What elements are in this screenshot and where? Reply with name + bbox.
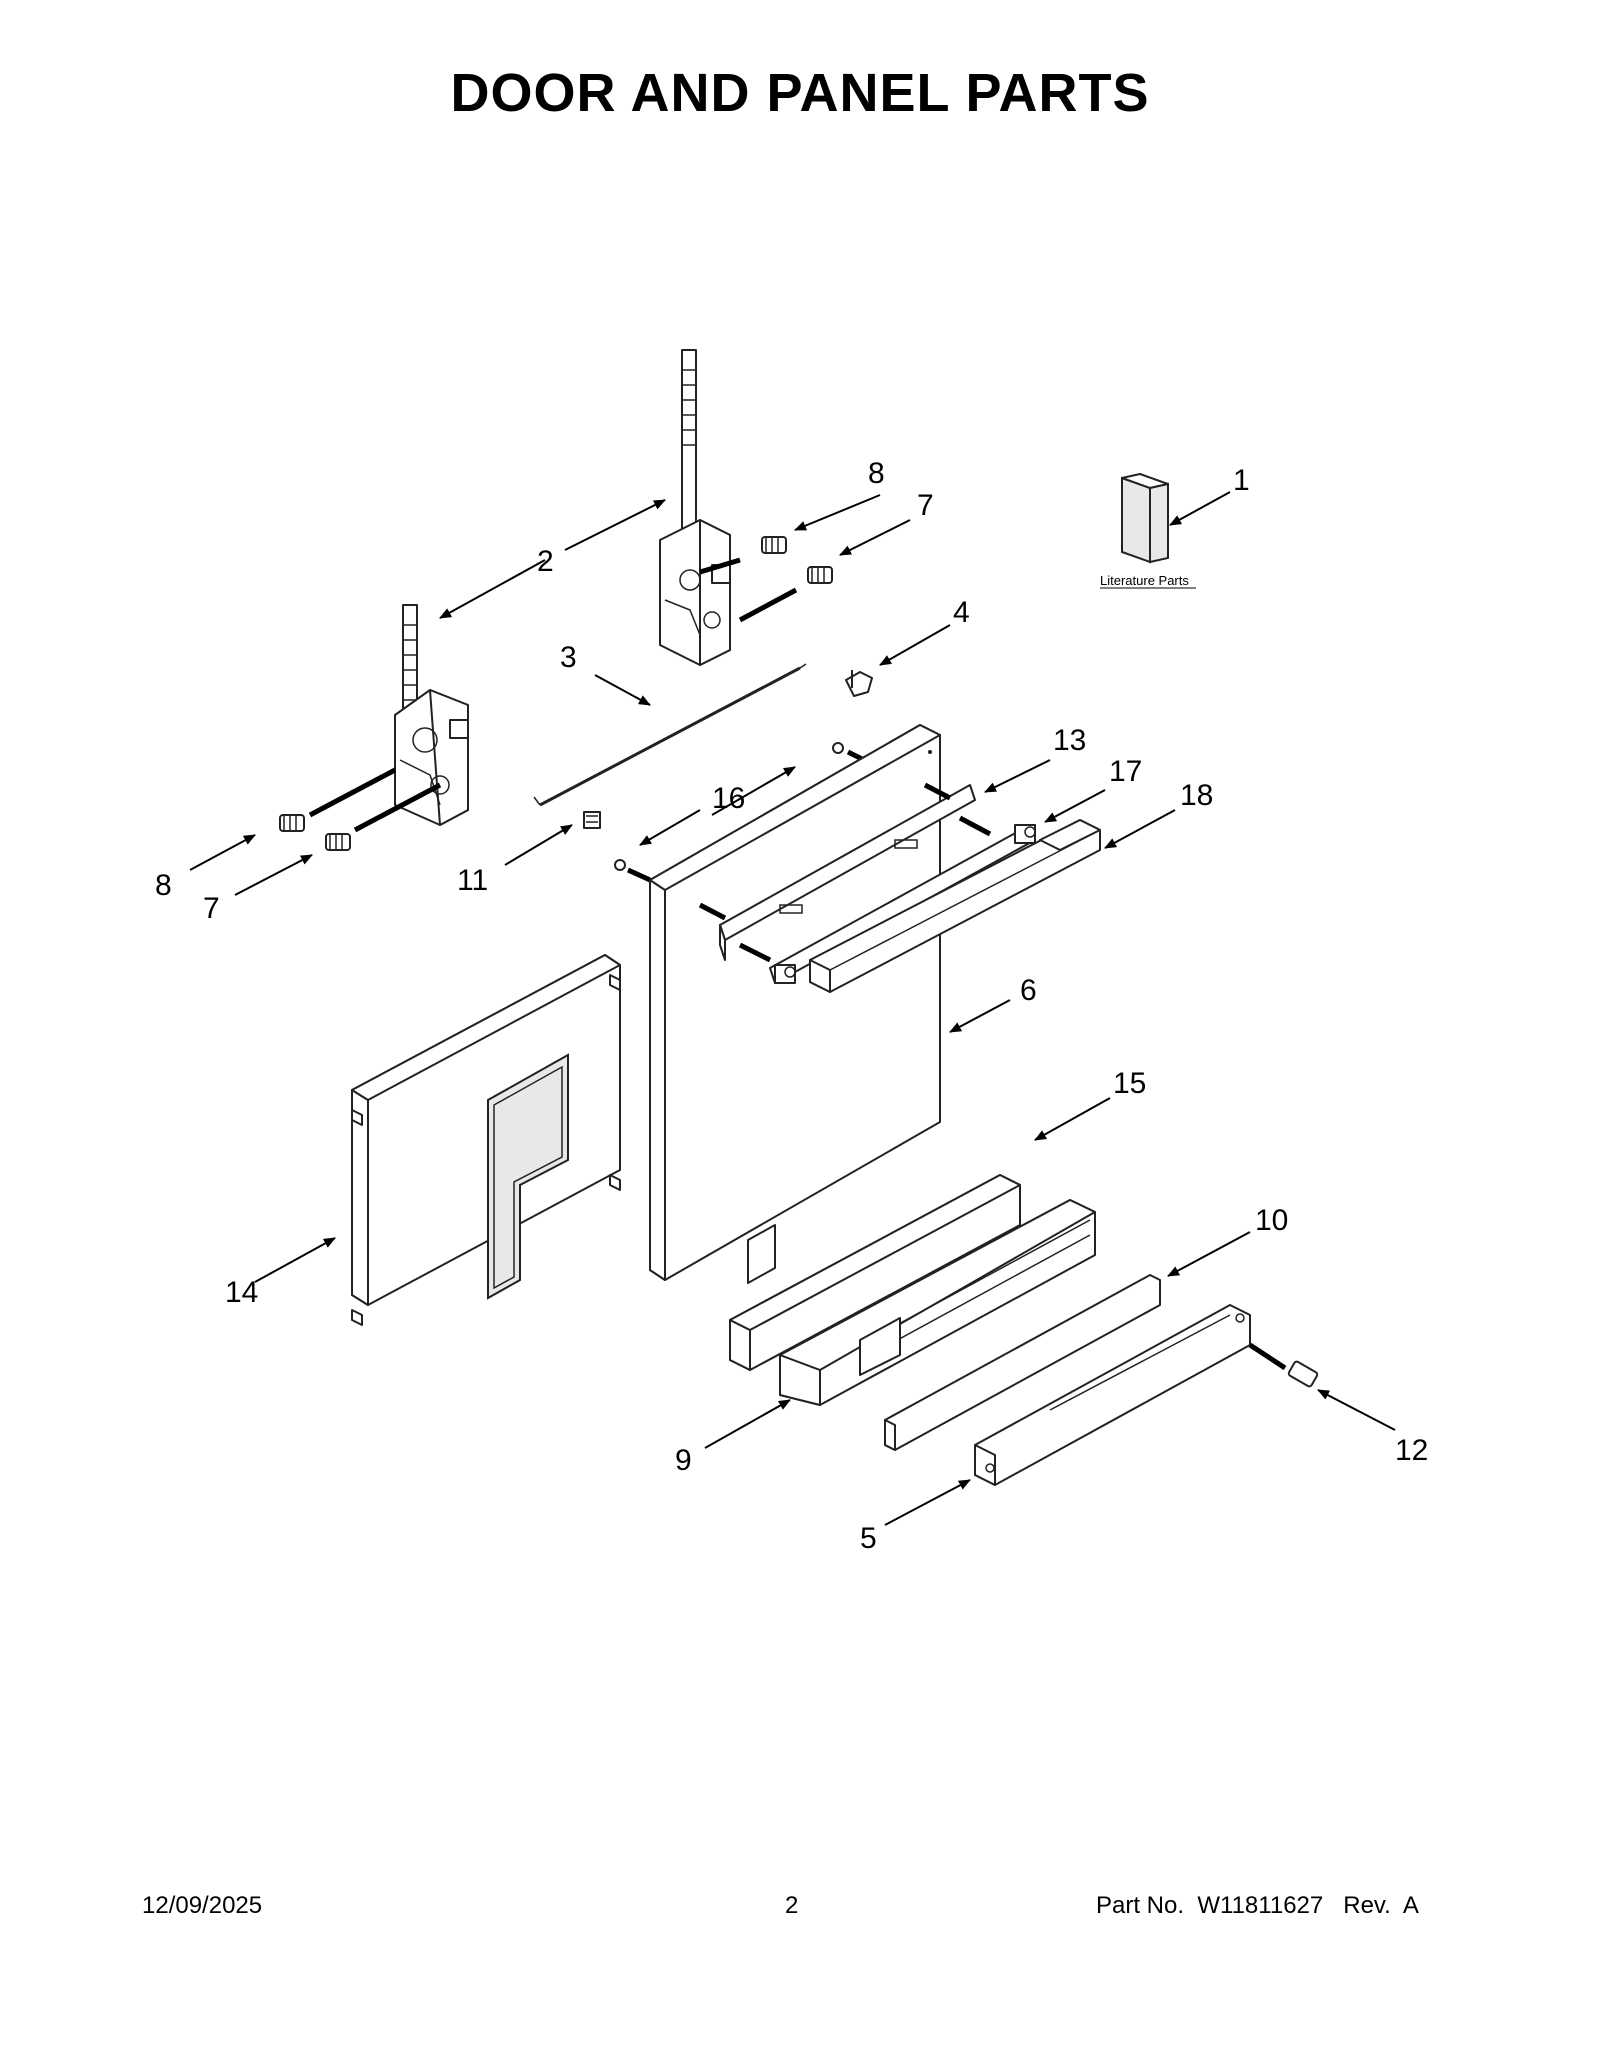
page-title: DOOR AND PANEL PARTS bbox=[450, 63, 1150, 123]
callout-10: 10 bbox=[1255, 1204, 1288, 1237]
cable-rod bbox=[533, 663, 807, 807]
callout-7-upper: 7 bbox=[917, 489, 934, 522]
small-bracket bbox=[583, 811, 601, 829]
callout-18: 18 bbox=[1180, 779, 1213, 812]
right-hinge-assembly bbox=[659, 349, 731, 666]
callout-8-lower: 8 bbox=[155, 869, 172, 902]
callout-13: 13 bbox=[1053, 724, 1086, 757]
bottom-kick-bracket bbox=[974, 1304, 1251, 1486]
callout-5: 5 bbox=[860, 1522, 877, 1555]
kick-plate-screw bbox=[1248, 1342, 1319, 1388]
callout-12: 12 bbox=[1395, 1434, 1428, 1467]
callout-6: 6 bbox=[1020, 974, 1037, 1007]
door-handle bbox=[809, 819, 1101, 993]
callout-3: 3 bbox=[560, 641, 577, 674]
lower-hinge-screws bbox=[279, 767, 442, 851]
literature-parts-label: Literature Parts bbox=[1100, 573, 1189, 588]
callout-15: 15 bbox=[1113, 1067, 1146, 1100]
callout-2: 2 bbox=[537, 545, 554, 578]
callout-9: 9 bbox=[675, 1444, 692, 1477]
lower-door-channel bbox=[779, 1199, 1096, 1406]
callout-14: 14 bbox=[225, 1276, 258, 1309]
callout-11: 11 bbox=[457, 864, 488, 897]
door-insulation-block bbox=[729, 1174, 1021, 1371]
upper-hinge-screws bbox=[699, 536, 833, 623]
handle-rail-bracket bbox=[769, 824, 1036, 984]
literature-booklet bbox=[1121, 473, 1169, 564]
callout-17: 17 bbox=[1109, 755, 1142, 788]
footer-page-number: 2 bbox=[785, 1892, 799, 1919]
left-hinge-assembly bbox=[394, 604, 469, 826]
callout-arrows bbox=[189, 491, 1396, 1526]
footer-part-number: Part No. W11811627 Rev. A bbox=[1096, 1892, 1419, 1919]
callout-7-lower: 7 bbox=[203, 892, 220, 925]
footer-date: 12/09/2025 bbox=[142, 1892, 263, 1919]
callout-16: 16 bbox=[712, 782, 745, 815]
door-clip bbox=[845, 670, 873, 697]
toe-kick-strip bbox=[884, 1274, 1161, 1451]
callout-4: 4 bbox=[953, 596, 970, 629]
callout-1: 1 bbox=[1233, 464, 1250, 497]
outer-door-panel bbox=[351, 954, 621, 1326]
inner-door-panel bbox=[649, 724, 941, 1281]
callout-8-upper: 8 bbox=[868, 457, 885, 490]
upper-trim-strip bbox=[698, 782, 992, 963]
